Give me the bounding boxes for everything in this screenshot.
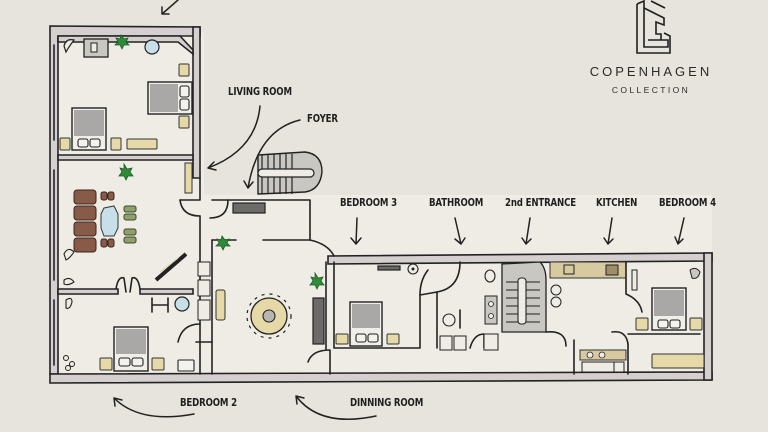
- label-bedroom-3: BEDROOM 3: [340, 197, 397, 209]
- arrow-bedroom-3: [350, 217, 362, 245]
- arrow-2nd-entrance: [521, 217, 532, 245]
- bedroom-1-furniture: [59, 34, 193, 151]
- label-foyer: FOYER: [307, 113, 338, 125]
- arrow-bathroom: [454, 217, 466, 245]
- arrow-bedroom-4: [674, 217, 685, 245]
- sofa-set: [73, 189, 115, 253]
- arrow-dining-room: [295, 395, 377, 420]
- arrow-bedroom-2: [113, 397, 195, 418]
- label-2nd-entrance: 2nd ENTRANCE: [505, 197, 576, 209]
- kitchen-furniture: [549, 261, 643, 375]
- bedroom-3-furniture: [333, 261, 438, 349]
- label-bathroom: BATHROOM: [429, 197, 484, 209]
- round-dining-table: [246, 293, 292, 339]
- arrow-kitchen: [603, 217, 614, 245]
- building-logo-icon: [636, 0, 671, 54]
- label-bedroom-2: BEDROOM 2: [180, 397, 237, 409]
- living-room-furniture: [63, 162, 193, 293]
- bedroom-4-furniture: [627, 267, 705, 375]
- staircase-foyer: [257, 151, 323, 195]
- arrow-living-room: [207, 105, 261, 171]
- label-bedroom-4: BEDROOM 4: [659, 197, 716, 209]
- bathroom-fixtures: [436, 261, 499, 351]
- inner-walls: [177, 177, 335, 375]
- bedroom-2-furniture: [63, 296, 195, 372]
- label-kitchen: KITCHEN: [596, 197, 638, 209]
- guitar: [154, 252, 188, 282]
- dining-room-furniture: [197, 202, 331, 375]
- outer-walls: [49, 25, 713, 384]
- label-living-room: LIVING ROOM: [228, 86, 292, 98]
- label-arrows: [113, 0, 685, 420]
- arrow-foyer: [243, 119, 301, 189]
- brand-subtitle: COLLECTION: [611, 85, 691, 95]
- label-dining-room: DINNING ROOM: [350, 397, 424, 409]
- staircase-2nd-entrance: [501, 261, 567, 347]
- brand-name: COPENHAGEN: [589, 64, 713, 79]
